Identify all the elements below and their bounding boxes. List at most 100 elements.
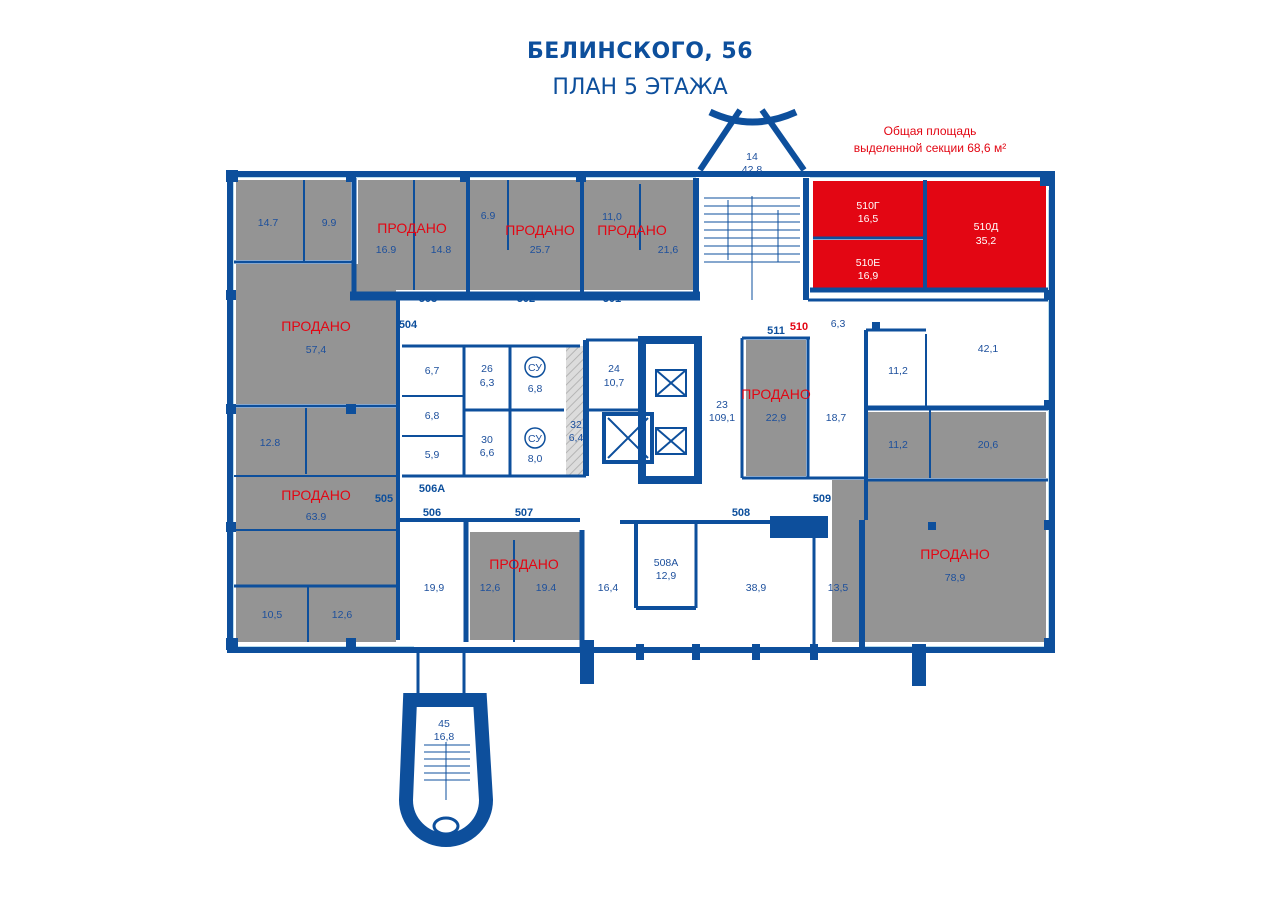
room-area: 109,1 [709, 412, 735, 424]
area-note-line-2: выделенной секции 68,6 м² [853, 141, 1007, 155]
selected-area-note: Общая площадь выделенной секции 68,6 м² [830, 123, 1030, 157]
room-area: 16,5 [858, 213, 879, 225]
room-area: 12.8 [260, 437, 281, 449]
room-area: 14.8 [431, 244, 452, 256]
room-area: 35,2 [976, 235, 997, 247]
unit-number-511: 511 [767, 325, 785, 337]
sold-unit-right-bottom [866, 520, 1046, 642]
room-labels: 14.7 9.9 ПРОДАНО 16.9 14.8 6.9 ПРОДАНО 2… [258, 151, 999, 743]
unit-number-501: 501 [603, 293, 621, 305]
unit-code: 510Г [856, 200, 880, 212]
room-area: 16,8 [434, 731, 455, 743]
room-area: 12,9 [656, 570, 677, 582]
sold-label: ПРОДАНО [597, 222, 667, 238]
room-area: 13,5 [828, 582, 849, 594]
unit-number-504: 504 [399, 319, 418, 331]
room-area: 19.4 [536, 582, 557, 594]
room-number: 26 [481, 363, 493, 375]
restroom-label: СУ [528, 433, 542, 445]
sold-label: ПРОДАНО [741, 386, 811, 402]
south-stair-treads [424, 742, 470, 800]
room-area: 11,2 [888, 365, 908, 377]
unit-number-508: 508 [732, 507, 750, 519]
sold-unit-505 [236, 408, 396, 642]
room-area: 6,4 [569, 432, 584, 444]
north-arch [708, 108, 798, 126]
room-area: 21,6 [658, 244, 679, 256]
room-area: 16.9 [376, 244, 397, 256]
sold-unit-507 [470, 532, 580, 640]
room-area: 20,6 [978, 439, 999, 451]
unit-number-503: 503 [419, 293, 437, 305]
unit-number-506: 506 [423, 507, 441, 519]
unit-numbers: 503 502 501 504 505 506А 506 507 508 509… [375, 293, 831, 519]
room-area: 6.9 [481, 210, 496, 222]
room-area: 8,0 [528, 453, 543, 465]
unit-number-506a: 506А [419, 483, 445, 495]
room-area: 19,9 [424, 582, 445, 594]
unit-510e [813, 240, 923, 288]
room-area: 42,1 [978, 343, 999, 355]
room-area: 14.7 [258, 217, 279, 229]
room-area: 5,9 [425, 449, 440, 461]
room-area: 16,9 [858, 270, 879, 282]
restroom-label: СУ [528, 362, 542, 374]
room-area: 6,6 [480, 447, 495, 459]
room-area: 63.9 [306, 511, 327, 523]
sold-label: ПРОДАНО [377, 220, 447, 236]
area-note-line-1: Общая площадь [883, 124, 977, 138]
sold-unit-right-mid [868, 412, 1046, 478]
room-area: 6,3 [831, 318, 846, 330]
sold-unit-top-left [236, 180, 351, 260]
unit-510g [813, 181, 923, 237]
room-number: 24 [608, 363, 620, 375]
room-area: 38,9 [746, 582, 767, 594]
room-area: 10,7 [604, 377, 625, 389]
unit-number-510: 510 [790, 321, 808, 333]
room-area: 57,4 [306, 344, 327, 356]
room-area: 22,9 [766, 412, 787, 424]
selected-units [813, 181, 1046, 288]
room-area: 10,5 [262, 609, 283, 621]
room-area: 6,3 [480, 377, 495, 389]
room-area: 78,9 [945, 572, 966, 584]
unit-code: 510Д [974, 221, 999, 233]
restroom-icon-1 [524, 356, 546, 378]
room-area: 12,6 [332, 609, 353, 621]
room-number: 30 [481, 434, 493, 446]
room-area: 9.9 [322, 217, 337, 229]
sold-unit-504 [236, 264, 396, 404]
sold-label: ПРОДАНО [920, 546, 990, 562]
room-number: 32 [570, 419, 582, 431]
room-area: 6,7 [425, 365, 440, 377]
room-area: 16,4 [598, 582, 619, 594]
unit-code: 510Е [856, 257, 881, 269]
room-area: 6,8 [528, 383, 543, 395]
sold-label: ПРОДАНО [489, 556, 559, 572]
room-area: 42,8 [742, 164, 763, 176]
room-number: 14 [746, 151, 758, 163]
room-area: 18,7 [826, 412, 847, 424]
unit-510d [927, 181, 1046, 288]
page-title: БЕЛИНСКОГО, 56 [526, 39, 754, 64]
sold-label: ПРОДАНО [281, 487, 351, 503]
room-area: 11,0 [602, 211, 622, 223]
unit-number-502: 502 [517, 293, 535, 305]
sold-unit-511 [746, 340, 806, 476]
page-subtitle: ПЛАН 5 ЭТАЖА [552, 75, 728, 100]
restroom-icon-2 [524, 427, 546, 449]
columns [226, 170, 1054, 686]
north-stair [704, 196, 800, 300]
walls [227, 108, 1055, 700]
unit-number-509: 509 [813, 493, 831, 505]
elevators [607, 369, 687, 459]
room-area: 25.7 [530, 244, 551, 256]
room-area: 11,2 [888, 439, 908, 451]
room-number: 45 [438, 718, 450, 730]
room-area: 12,6 [480, 582, 501, 594]
room-number: 23 [716, 399, 728, 411]
south-stair-core [432, 816, 460, 836]
unit-code: 508А [654, 557, 679, 569]
shaft-32 [566, 346, 586, 476]
unit-number-505: 505 [375, 493, 393, 505]
